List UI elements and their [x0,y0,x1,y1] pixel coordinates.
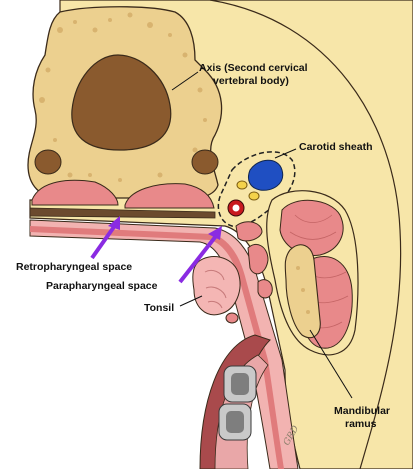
tonsil [192,256,241,316]
vertebral-canal [71,54,172,151]
mandibular-label-line2: ramus [345,418,377,430]
nerve-1 [236,180,248,190]
retropharyngeal-label: Retropharyngeal space [16,261,132,273]
tonsil-leader [179,295,203,307]
carotid-artery-lumen [232,204,240,212]
tooth-upper-inner [231,373,249,395]
tooth-lower-inner [226,411,244,433]
nerve-2 [248,191,260,201]
carotid-sheath-label: Carotid sheath [299,141,373,153]
axis-leader [171,71,199,91]
parapharyngeal-label: Parapharyngeal space [46,280,158,292]
skin-contour [209,0,402,469]
axis-label-line2: vertebral body) [213,75,289,87]
prevertebral-muscle-left [31,179,119,206]
axis-label-line1: Axis (Second cervical [199,62,308,74]
jugular-vein [247,159,284,191]
retropharyngeal-arrow [90,216,120,260]
prevertebral-muscle-right [124,183,215,209]
tonsil-small [225,312,239,324]
carotid-leader [274,148,297,159]
mandibular-leader [309,329,353,399]
left-foramen [34,149,62,175]
styloid-muscle-1 [235,221,263,242]
styloid-muscle-3 [257,279,273,299]
muscle-striations [289,214,349,329]
medial-pterygoid-muscle [279,199,344,256]
retropharyngeal-layer [29,207,216,219]
ramus-texture [296,266,310,314]
tonsil-crypts [204,269,227,309]
parapharyngeal-arrow [178,226,222,284]
mandibular-label-line1: Mandibular [334,405,390,417]
bone-texture [39,12,207,182]
styloid-muscle-2 [247,244,269,275]
right-foramen [191,149,219,175]
tonsil-label: Tonsil [144,302,174,314]
